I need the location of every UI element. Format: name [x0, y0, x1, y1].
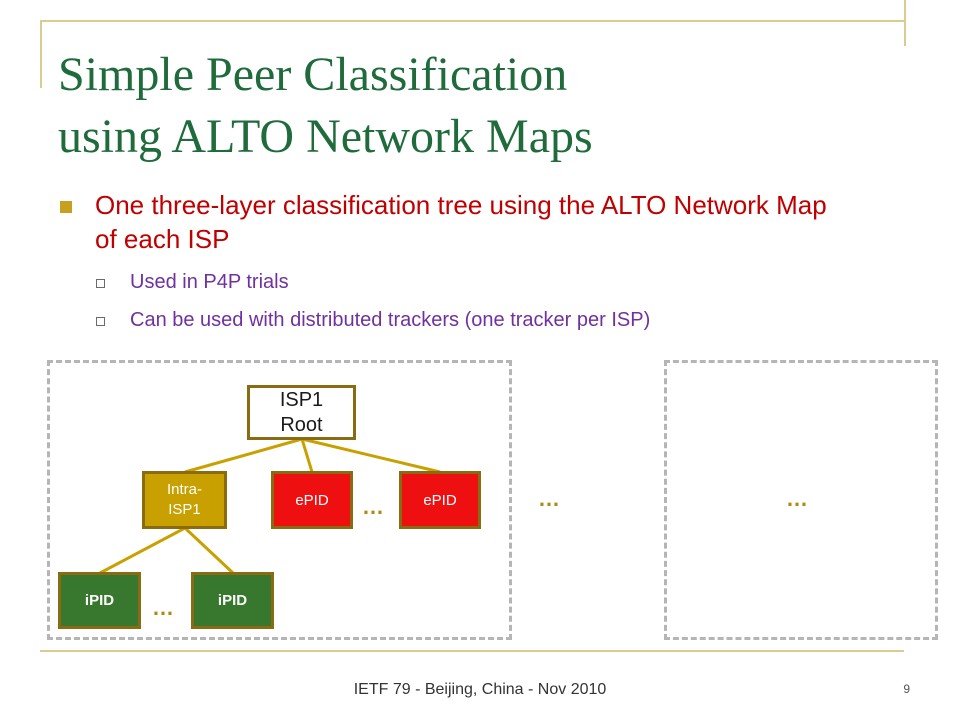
other-isp-container [664, 360, 938, 640]
top-rule [40, 20, 904, 22]
ipid-node: iPID [191, 572, 274, 629]
ipid-label: iPID [84, 592, 115, 609]
main-bullet: One three-layer classification tree usin… [60, 188, 840, 256]
title-line-1: Simple Peer Classification [58, 48, 568, 101]
sub-bullet-2: Can be used with distributed trackers (o… [96, 308, 876, 332]
sub-bullet-box-icon [96, 279, 105, 288]
sub-bullet-text: Used in P4P trials [130, 271, 289, 293]
edge-root-epid-1 [300, 438, 314, 473]
left-rule [40, 20, 42, 88]
bottom-rule [40, 650, 904, 652]
ellipsis-epid: … [362, 494, 384, 519]
intra-label: Intra- ISP1 [166, 481, 202, 518]
title-line-2: using ALTO Network Maps [58, 110, 593, 163]
epid-label: ePID [423, 491, 457, 509]
ipid-node: iPID [58, 572, 141, 629]
edge-root-epid-2 [301, 437, 441, 474]
isp1-root-node: ISP1 Root [247, 385, 356, 440]
root-label: ISP1 Root [279, 388, 324, 436]
sub-bullet-text: Can be used with distributed trackers (o… [130, 309, 651, 331]
epid-node: ePID [271, 471, 353, 529]
isp1-tree-container [47, 360, 512, 640]
edge-intra-ipid-1 [99, 526, 186, 575]
ipid-label: iPID [217, 592, 248, 609]
intra-isp1-node: Intra- ISP1 [142, 471, 227, 529]
epid-label: ePID [295, 491, 329, 509]
right-rule [904, 0, 906, 46]
edge-root-intra [184, 437, 303, 474]
slide-title: Simple Peer Classification using ALTO Ne… [58, 44, 918, 168]
ellipsis-other-isp: … [786, 486, 808, 511]
sub-bullet-box-icon [96, 317, 105, 326]
sub-bullet-1: Used in P4P trials [96, 270, 876, 294]
bullet-square-icon [60, 201, 72, 213]
footer-text: IETF 79 - Beijing, China - Nov 2010 [353, 681, 607, 698]
edge-intra-ipid-2 [183, 526, 235, 575]
main-bullet-text: One three-layer classification tree usin… [95, 190, 827, 254]
epid-node: ePID [399, 471, 481, 529]
page-number: 9 [903, 682, 910, 696]
ellipsis-ipid: … [152, 595, 174, 620]
ellipsis-between-isps: … [538, 486, 560, 511]
